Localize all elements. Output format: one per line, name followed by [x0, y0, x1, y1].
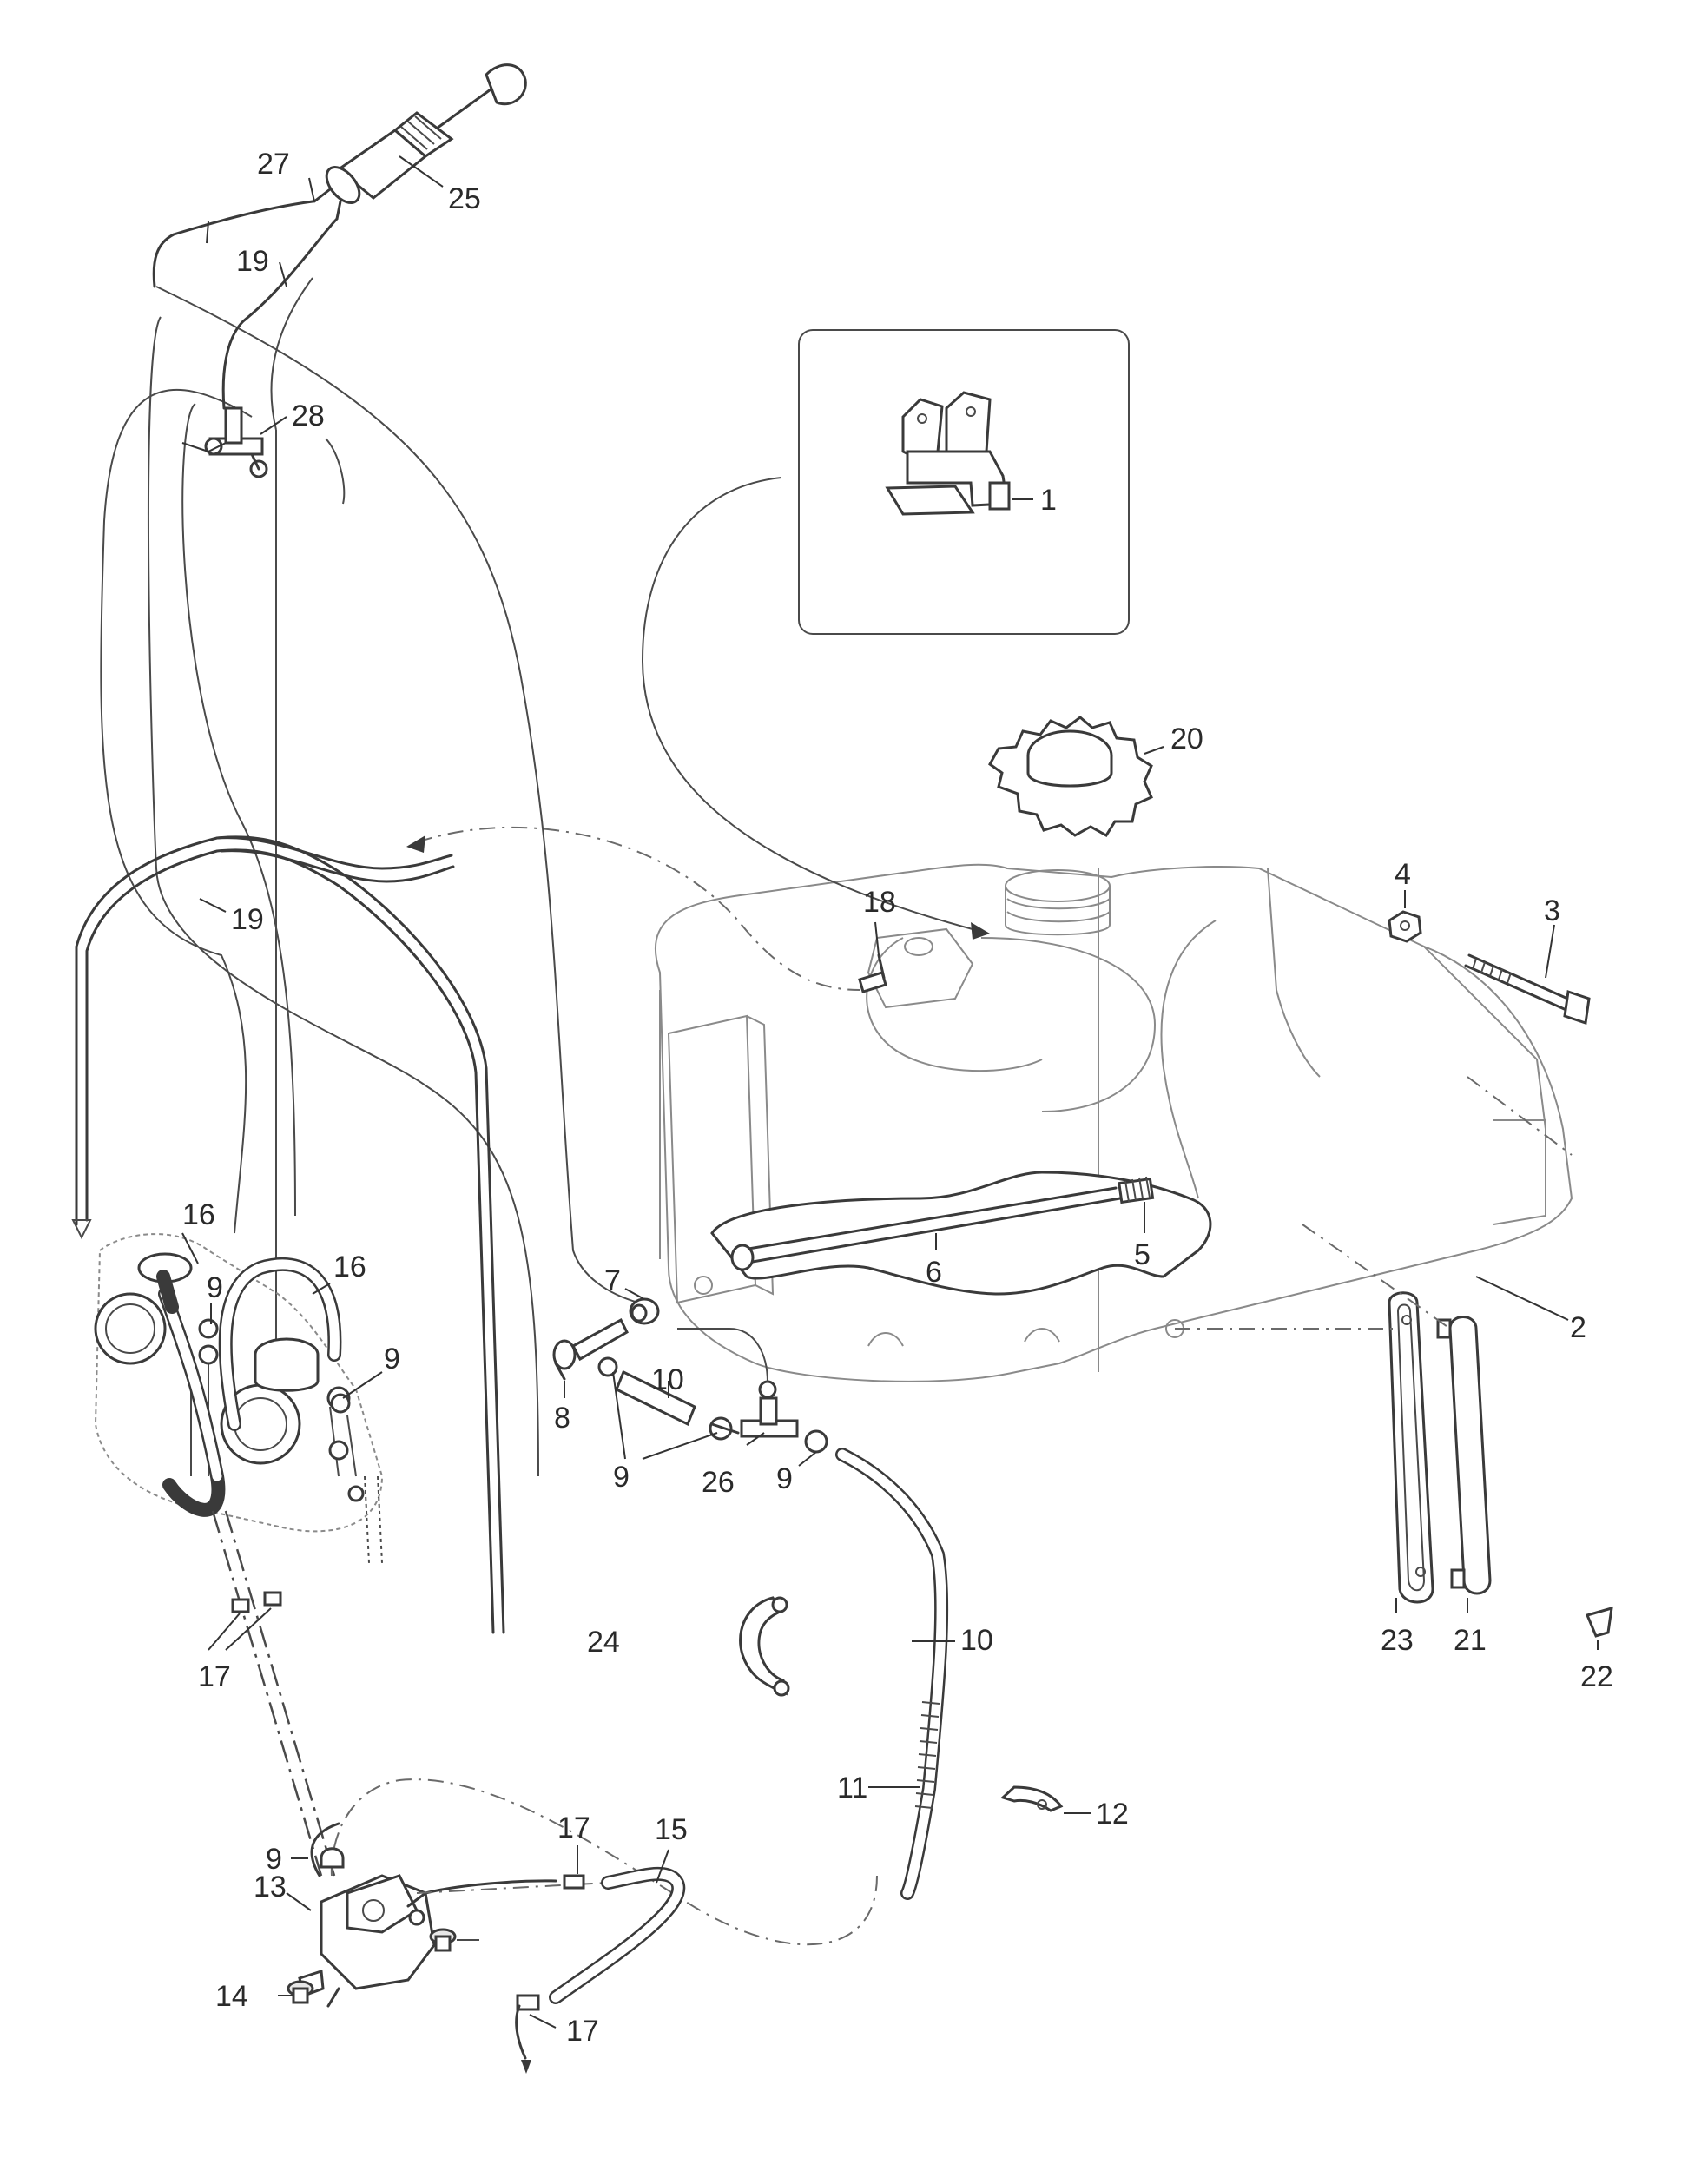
- filter-5: [1118, 1176, 1155, 1204]
- callout-16-a: 16: [182, 1198, 215, 1231]
- fuel-line-10-short: [615, 1369, 696, 1427]
- clamp-9-pump: [320, 1847, 345, 1869]
- callout-23: 23: [1381, 1624, 1414, 1657]
- clamps-17-upper: [231, 1591, 282, 1613]
- outlet-line-17: [515, 2004, 527, 2060]
- callout-27: 27: [257, 148, 290, 181]
- clamp-17-hose15-bottom: [516, 1994, 540, 2011]
- pad-22: [1585, 1606, 1613, 1638]
- vent-fitting-18: [858, 953, 887, 993]
- callout-9-a: 9: [207, 1271, 223, 1304]
- callout-13: 13: [254, 1871, 287, 1904]
- strap-21: [1436, 1316, 1492, 1595]
- callout-9-b: 9: [384, 1343, 400, 1376]
- callout-5: 5: [1134, 1238, 1151, 1271]
- screw-14b: [429, 1928, 457, 1952]
- pump-inlet-line: [310, 1822, 340, 1877]
- screw-14: [287, 1980, 314, 2004]
- spring-guard-11: [914, 1701, 940, 1809]
- pump-outlet-line: [424, 1879, 557, 1895]
- callout-1: 1: [1040, 484, 1057, 517]
- vent-line-19: [71, 835, 505, 1634]
- callout-26: 26: [702, 1466, 735, 1499]
- nut-4: [1388, 910, 1422, 943]
- inset-pointer-arrow: [971, 922, 990, 940]
- callout-28: 28: [292, 399, 325, 432]
- callout-15: 15: [655, 1813, 688, 1846]
- clamp-9-carb-left: [198, 1318, 219, 1339]
- callout-25: 25: [448, 182, 481, 215]
- callout-17-a: 17: [198, 1660, 231, 1693]
- tee-fitting-28: [204, 406, 268, 478]
- callout-10-b: 10: [960, 1624, 993, 1657]
- callout-9-c: 9: [613, 1461, 630, 1494]
- alignment-line-c: [1467, 1076, 1573, 1156]
- callout-22: 22: [1580, 1660, 1613, 1693]
- callout-labels: 1 2 3 4 5 6 7 8 9 9 9 9 9 10 10 11 12 13…: [182, 148, 1613, 2048]
- fuel-tank: [655, 863, 1573, 1382]
- primer-pump: [313, 63, 527, 221]
- callout-12: 12: [1096, 1798, 1129, 1831]
- clip-24: [739, 1596, 790, 1697]
- callout-7: 7: [604, 1264, 621, 1297]
- inset-detail-box: [798, 329, 1130, 635]
- leader-lines: [181, 155, 1599, 2029]
- clamp-12: [1000, 1785, 1064, 1812]
- outlet-arrow: [521, 2060, 531, 2074]
- callout-17-b: 17: [557, 1811, 590, 1844]
- primer-line-b: [221, 217, 339, 410]
- callout-10-a: 10: [651, 1363, 684, 1396]
- clamp-17-hose15-top: [563, 1874, 585, 1890]
- fuel-pump: [298, 1874, 436, 2008]
- callout-20: 20: [1170, 723, 1203, 755]
- tee26-return-line: [677, 1328, 768, 1383]
- retainer-23: [1388, 1291, 1434, 1604]
- pickup-tube-6: [710, 1171, 1212, 1296]
- callout-4: 4: [1395, 858, 1411, 891]
- alignment-line-b: [1302, 1224, 1451, 1330]
- clamp-9-right: [804, 1429, 828, 1454]
- vent-route-arrow: [406, 835, 425, 853]
- callout-8: 8: [554, 1402, 570, 1435]
- clamp-9-carb-right: [330, 1393, 351, 1414]
- callout-16-b: 16: [333, 1250, 366, 1283]
- vent-lines: [100, 277, 639, 1477]
- callout-17-c: 17: [566, 2015, 599, 2048]
- primer-line-a: [152, 200, 314, 288]
- vent-route-line: [416, 826, 860, 991]
- hose-16-left-top: [156, 1270, 179, 1314]
- callout-3: 3: [1544, 894, 1560, 927]
- callout-2: 2: [1570, 1311, 1586, 1344]
- impulse-line: [211, 1510, 323, 1877]
- callout-18: 18: [863, 886, 896, 919]
- fuel-route-to-pump: [330, 1778, 878, 1946]
- callout-9-d: 9: [776, 1462, 793, 1495]
- callout-9-e: 9: [266, 1843, 282, 1876]
- callout-11: 11: [837, 1772, 867, 1805]
- callout-19-a: 19: [236, 245, 269, 278]
- inset-pointer-line: [641, 477, 973, 930]
- callout-24: 24: [587, 1626, 620, 1659]
- fitting-8: [552, 1317, 629, 1381]
- callout-6: 6: [926, 1256, 942, 1289]
- callout-14: 14: [215, 1980, 248, 2013]
- callout-19-b: 19: [231, 903, 264, 936]
- callout-21: 21: [1454, 1624, 1487, 1657]
- impulse-line-2: [224, 1510, 336, 1877]
- grommet-7: [629, 1297, 660, 1325]
- tee-fitting-26: [740, 1380, 799, 1438]
- tank-bracket: [885, 391, 1011, 516]
- fuel-cap: [988, 716, 1153, 838]
- bolt-3: [1464, 953, 1591, 1025]
